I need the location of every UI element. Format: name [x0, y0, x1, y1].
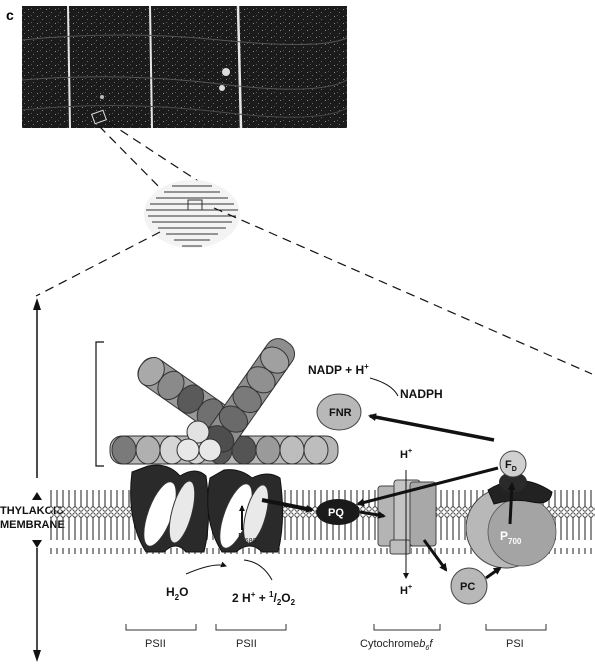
cyto-suffix: b: [419, 638, 425, 650]
bottom-label-psi: PSI: [506, 638, 524, 650]
p680-sub: 680: [245, 538, 257, 545]
water-tail: O: [179, 585, 188, 599]
products-e-sub: 2: [277, 598, 282, 607]
fd-label: F: [505, 459, 512, 471]
products-d: /: [274, 591, 278, 605]
fnr-label: FNR: [329, 407, 352, 419]
h-bottom-sup: +: [408, 584, 412, 591]
pq-label: PQ: [328, 507, 344, 519]
psii-complex-right: [207, 469, 284, 553]
granum-stack: [144, 180, 240, 248]
chloroplast-micrograph: [21, 5, 348, 129]
panel-letter: c: [6, 7, 14, 23]
electron-flow-arrows: [185, 377, 516, 581]
bottom-label-psii-2: PSII: [236, 638, 257, 650]
pq-molecule: PQ: [316, 499, 360, 525]
svg-text:P700: P700: [500, 529, 522, 546]
psi-complex: [465, 472, 557, 569]
zoom-line-right-upper: [107, 121, 225, 199]
cytochrome-b6f-complex: [377, 479, 437, 555]
nadph-label: NADPH: [400, 387, 443, 401]
h-top-sup: +: [408, 448, 412, 455]
thylakoid-label-line1: THYLAKOID: [0, 505, 64, 517]
water-sub: 2: [175, 593, 180, 602]
thylakoid-label-line2: MEMBRANE: [0, 519, 65, 531]
nadp-label: NADP + H: [308, 363, 364, 377]
cyto-suffix-sub: 6: [425, 645, 429, 652]
svg-text:P680: P680: [238, 532, 256, 545]
h-bottom-label: H: [400, 585, 408, 597]
p700-label: P: [500, 529, 508, 543]
cf1-complex: [109, 338, 339, 465]
svg-text:H+: H+: [400, 448, 412, 461]
bottom-label-psii-1: PSII: [145, 638, 166, 650]
products-a: 2 H: [232, 591, 251, 605]
pc-label: PC: [460, 581, 475, 593]
atp-synthase-bracket: [95, 341, 104, 467]
psii-complex-left: [130, 464, 210, 553]
zoom-line-left-lower: [35, 231, 161, 297]
fnr-protein: FNR: [316, 393, 362, 431]
h-top-label: H: [400, 449, 408, 461]
pc-protein: PC: [450, 567, 488, 605]
fd-protein: FD: [499, 450, 527, 478]
bottom-label-cytochrome: Cytochrome: [360, 638, 419, 650]
products-a-sup: +: [251, 590, 256, 599]
vertical-scale-arrow: [32, 298, 42, 662]
p680-label: P: [238, 532, 245, 543]
nadp-sup: +: [364, 362, 369, 371]
products-g-sub: 2: [291, 598, 296, 607]
svg-text:2 H+ + 1/2O2: 2 H+ + 1/2O2: [232, 590, 296, 607]
bottom-brackets: [125, 624, 547, 631]
p700-sub: 700: [508, 537, 522, 546]
zoom-line-left-upper: [98, 125, 171, 199]
svg-text:H2O: H2O: [166, 585, 188, 602]
cyto-suffix-tail: f: [429, 638, 433, 650]
fd-sub: D: [512, 466, 517, 473]
svg-text:H+: H+: [400, 584, 412, 597]
zoom-line-right-lower: [213, 207, 593, 375]
svg-text:Cytochromeb6f: Cytochromeb6f: [360, 638, 433, 652]
products-b: +: [255, 591, 269, 605]
products-c-sup: 1: [269, 590, 274, 599]
svg-text:NADP + H+: NADP + H+: [308, 362, 369, 377]
products-f: O: [281, 591, 290, 605]
svg-text:FD: FD: [505, 459, 517, 473]
water-label: H: [166, 585, 175, 599]
